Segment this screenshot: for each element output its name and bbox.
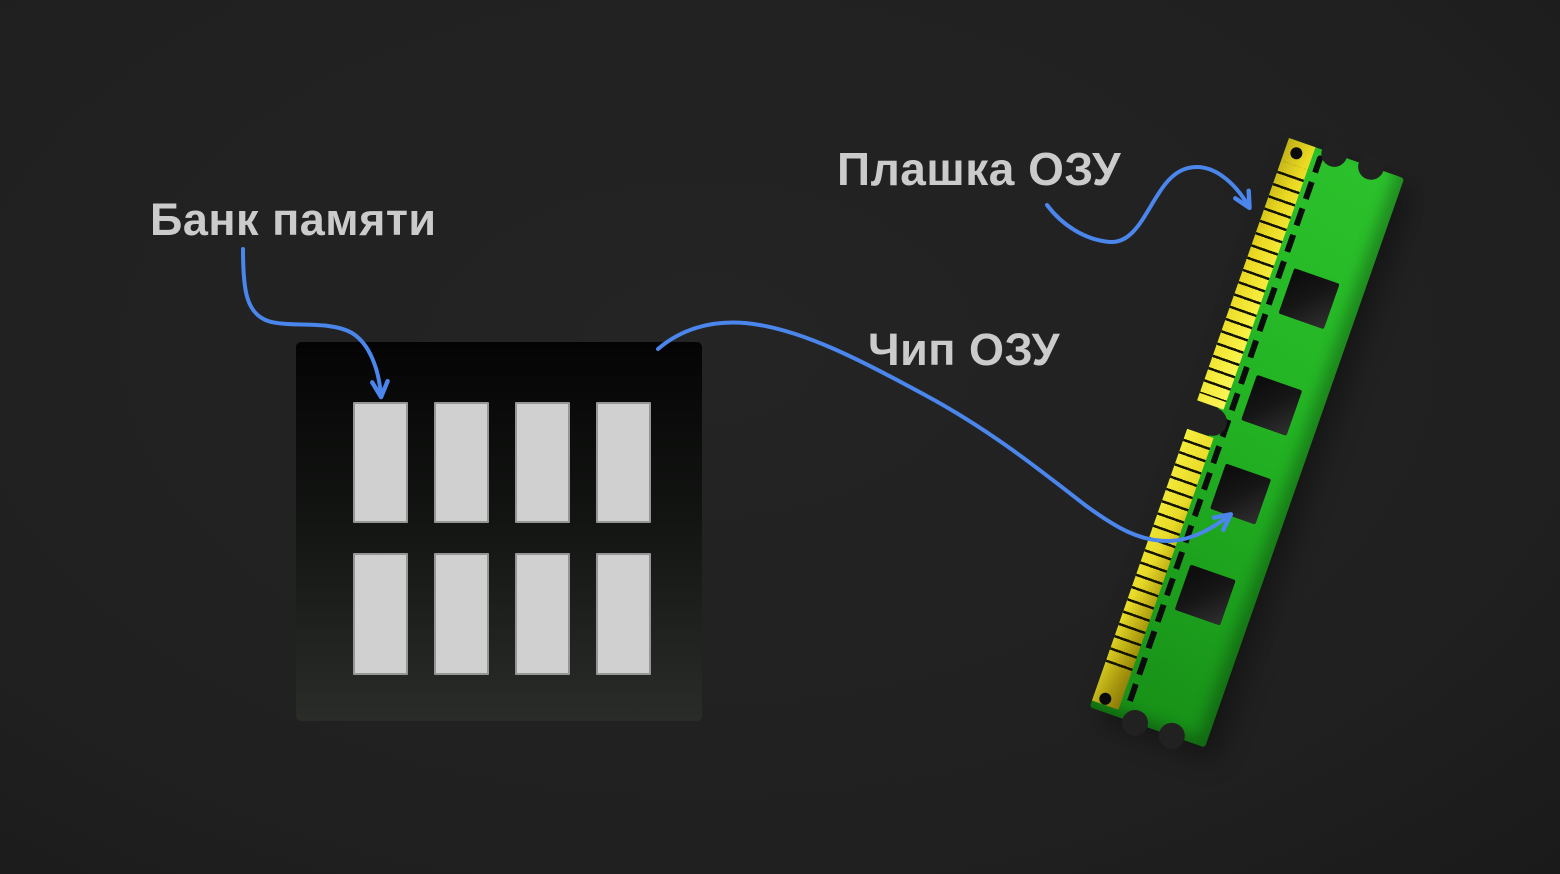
memory-bank-grid [296, 342, 702, 721]
ram-chip [1174, 564, 1236, 626]
memory-bank-cell [353, 402, 408, 523]
memory-bank-label: Банк памяти [150, 194, 437, 245]
ram-chip-label: Чип ОЗУ [868, 324, 1060, 375]
ram-chip [1210, 463, 1272, 525]
memory-bank-cell [596, 553, 651, 675]
ram-module-label: Плашка ОЗУ [837, 143, 1122, 195]
memory-bank-panel [296, 342, 702, 721]
memory-bank-cell [353, 553, 408, 675]
ram-chips [1090, 138, 1404, 747]
ram-chip [1241, 374, 1303, 436]
memory-bank-cell [515, 553, 570, 675]
memory-bank-cell [434, 553, 489, 675]
ram-module [1089, 137, 1405, 753]
ram-chip [1278, 268, 1340, 330]
memory-bank-cell [596, 402, 651, 523]
memory-bank-cell [515, 402, 570, 523]
memory-bank-cell [434, 402, 489, 523]
